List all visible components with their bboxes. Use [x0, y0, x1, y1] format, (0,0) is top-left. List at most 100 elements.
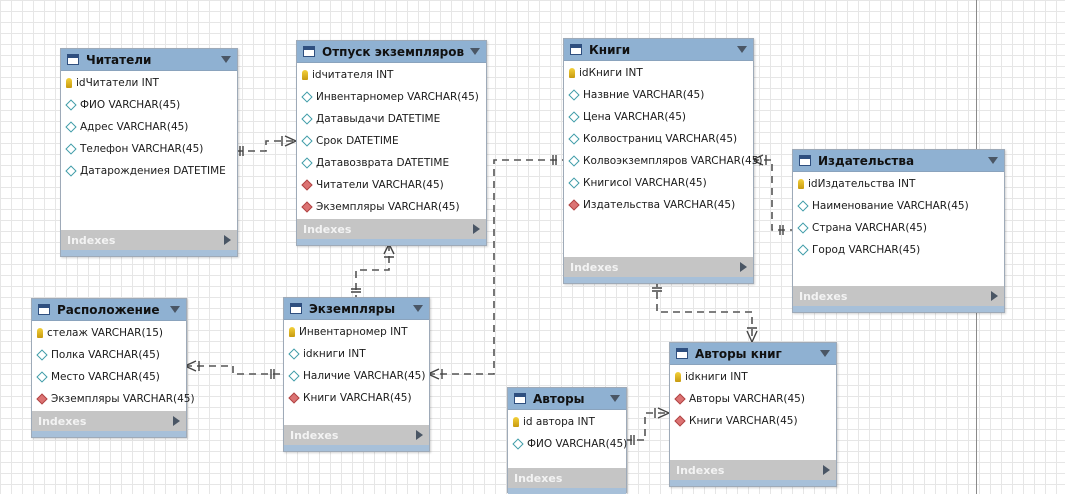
table-title: Авторы: [533, 391, 585, 406]
expand-arrow-icon[interactable]: [740, 262, 747, 272]
column-row[interactable]: idКниги INT: [564, 62, 753, 84]
column-row[interactable]: ФИО VARCHAR(45): [508, 433, 627, 455]
table-izdatelstva[interactable]: Издательства idИздательства INT Наименов…: [792, 149, 1005, 313]
column-row[interactable]: стелаж VARCHAR(15): [32, 322, 186, 344]
column-row[interactable]: ФИО VARCHAR(45): [61, 94, 237, 116]
collapse-arrow-icon[interactable]: [610, 395, 620, 402]
expand-arrow-icon[interactable]: [173, 416, 180, 426]
column-row[interactable]: idЧитатели INT: [61, 72, 237, 94]
column-row[interactable]: Назвние VARCHAR(45): [564, 84, 753, 106]
column-row[interactable]: id автора INT: [508, 411, 626, 433]
indexes-section[interactable]: Indexes: [32, 411, 186, 437]
column-diamond-icon: [65, 121, 77, 133]
column-diamond-icon: [301, 113, 313, 125]
table-otpusk-ekzemplyarov[interactable]: Отпуск экземпляров idчитателя INT Инвент…: [296, 40, 487, 246]
collapse-arrow-icon[interactable]: [221, 56, 231, 63]
table-icon: [38, 304, 50, 315]
footer-strip: [284, 445, 429, 451]
column-row[interactable]: Адрес VARCHAR(45): [61, 116, 237, 138]
column-row[interactable]: Телефон VARCHAR(45): [61, 138, 237, 160]
foreign-key-icon: [674, 393, 686, 405]
column-row[interactable]: Инвентарномер VARCHAR(45): [297, 86, 486, 108]
column-row[interactable]: Датарождениея DATETIME: [61, 160, 237, 182]
table-ekzemplyary[interactable]: Экземпляры Инвентарномер INT idкниги INT…: [283, 297, 430, 452]
column-row[interactable]: Колвостраниц VARCHAR(45): [564, 128, 753, 150]
collapse-arrow-icon[interactable]: [170, 306, 180, 313]
collapse-arrow-icon[interactable]: [737, 46, 747, 53]
column-row[interactable]: idкниги INT: [670, 366, 836, 388]
column-label: Книги VARCHAR(45): [303, 392, 412, 404]
expand-arrow-icon[interactable]: [224, 235, 231, 245]
column-row[interactable]: Город VARCHAR(45): [793, 239, 1004, 261]
expand-arrow-icon[interactable]: [416, 430, 423, 440]
column-diamond-icon: [288, 370, 300, 382]
table-raspolozhenie[interactable]: Расположение стелаж VARCHAR(15) Полка VA…: [31, 298, 195, 438]
table-header[interactable]: Расположение: [32, 299, 186, 321]
footer-strip: [61, 250, 237, 256]
column-row[interactable]: Книгиcol VARCHAR(45): [564, 172, 753, 194]
table-header[interactable]: Отпуск экземпляров: [297, 41, 486, 63]
column-row[interactable]: Экземпляры VARCHAR(45): [297, 196, 486, 218]
table-header[interactable]: Книги: [564, 39, 753, 61]
table-header[interactable]: Читатели: [61, 49, 237, 71]
column-label: Читатели VARCHAR(45): [316, 179, 444, 191]
table-title: Авторы книг: [695, 346, 782, 361]
column-label: idкниги INT: [685, 371, 748, 383]
table-header[interactable]: Издательства: [793, 150, 1004, 172]
collapse-arrow-icon[interactable]: [988, 157, 998, 164]
column-diamond-icon: [568, 155, 580, 167]
column-row[interactable]: Колвоэкземпляров VARCHAR(45): [564, 150, 763, 172]
column-row[interactable]: Наличие VARCHAR(45): [284, 365, 429, 387]
foreign-key-icon: [301, 179, 313, 191]
column-row[interactable]: Книги VARCHAR(45): [284, 387, 429, 409]
collapse-arrow-icon[interactable]: [820, 350, 830, 357]
indexes-section[interactable]: Indexes: [297, 219, 486, 245]
column-row[interactable]: Авторы VARCHAR(45): [670, 388, 836, 410]
column-label: стелаж VARCHAR(15): [47, 327, 164, 339]
primary-key-icon: [513, 417, 519, 427]
table-avtory[interactable]: Авторы id автора INT ФИО VARCHAR(45) Ind…: [507, 387, 627, 494]
column-row[interactable]: idчитателя INT: [297, 64, 486, 86]
column-row[interactable]: Датавозврата DATETIME: [297, 152, 486, 174]
column-row[interactable]: Срок DATETIME: [297, 130, 486, 152]
column-label: Цена VARCHAR(45): [583, 111, 686, 123]
rel-chitateli-otpusk: [236, 140, 296, 152]
table-avtory-knig[interactable]: Авторы книг idкниги INT Авторы VARCHAR(4…: [669, 342, 837, 487]
column-diamond-icon: [288, 348, 300, 360]
column-row[interactable]: Экземпляры VARCHAR(45): [32, 388, 195, 410]
table-icon: [514, 393, 526, 404]
column-row[interactable]: Книги VARCHAR(45): [670, 410, 836, 432]
column-row[interactable]: Инвентарномер INT: [284, 321, 429, 343]
indexes-section[interactable]: Indexes: [793, 286, 1004, 312]
table-chitateli[interactable]: Читатели idЧитатели INT ФИО VARCHAR(45) …: [60, 48, 238, 257]
table-knigi[interactable]: Книги idКниги INT Назвние VARCHAR(45) Це…: [563, 38, 763, 284]
column-row[interactable]: Цена VARCHAR(45): [564, 106, 753, 128]
table-title: Издательства: [818, 153, 915, 168]
column-row[interactable]: idкниги INT: [284, 343, 429, 365]
primary-key-icon: [302, 70, 308, 80]
collapse-arrow-icon[interactable]: [470, 48, 480, 55]
indexes-section[interactable]: Indexes: [508, 468, 626, 494]
expand-arrow-icon[interactable]: [991, 291, 998, 301]
column-row[interactable]: Датавыдачи DATETIME: [297, 108, 486, 130]
column-row[interactable]: Место VARCHAR(45): [32, 366, 186, 388]
table-header[interactable]: Авторы: [508, 388, 626, 410]
collapse-arrow-icon[interactable]: [413, 305, 423, 312]
table-header[interactable]: Авторы книг: [670, 343, 836, 365]
column-diamond-icon: [36, 371, 48, 383]
column-label: Книги VARCHAR(45): [689, 415, 798, 427]
table-header[interactable]: Экземпляры: [284, 298, 429, 320]
column-row[interactable]: Читатели VARCHAR(45): [297, 174, 486, 196]
column-row[interactable]: Полка VARCHAR(45): [32, 344, 186, 366]
column-label: Назвние VARCHAR(45): [583, 89, 705, 101]
column-row[interactable]: Издательства VARCHAR(45): [564, 194, 753, 216]
expand-arrow-icon[interactable]: [473, 224, 480, 234]
column-row[interactable]: Страна VARCHAR(45): [793, 217, 1004, 239]
indexes-section[interactable]: Indexes: [61, 230, 237, 256]
expand-arrow-icon[interactable]: [823, 465, 830, 475]
column-row[interactable]: idИздательства INT: [793, 173, 1004, 195]
column-row[interactable]: Наименование VARCHAR(45): [793, 195, 1004, 217]
indexes-section[interactable]: Indexes: [284, 425, 429, 451]
indexes-section[interactable]: Indexes: [564, 257, 753, 283]
indexes-section[interactable]: Indexes: [670, 460, 836, 486]
